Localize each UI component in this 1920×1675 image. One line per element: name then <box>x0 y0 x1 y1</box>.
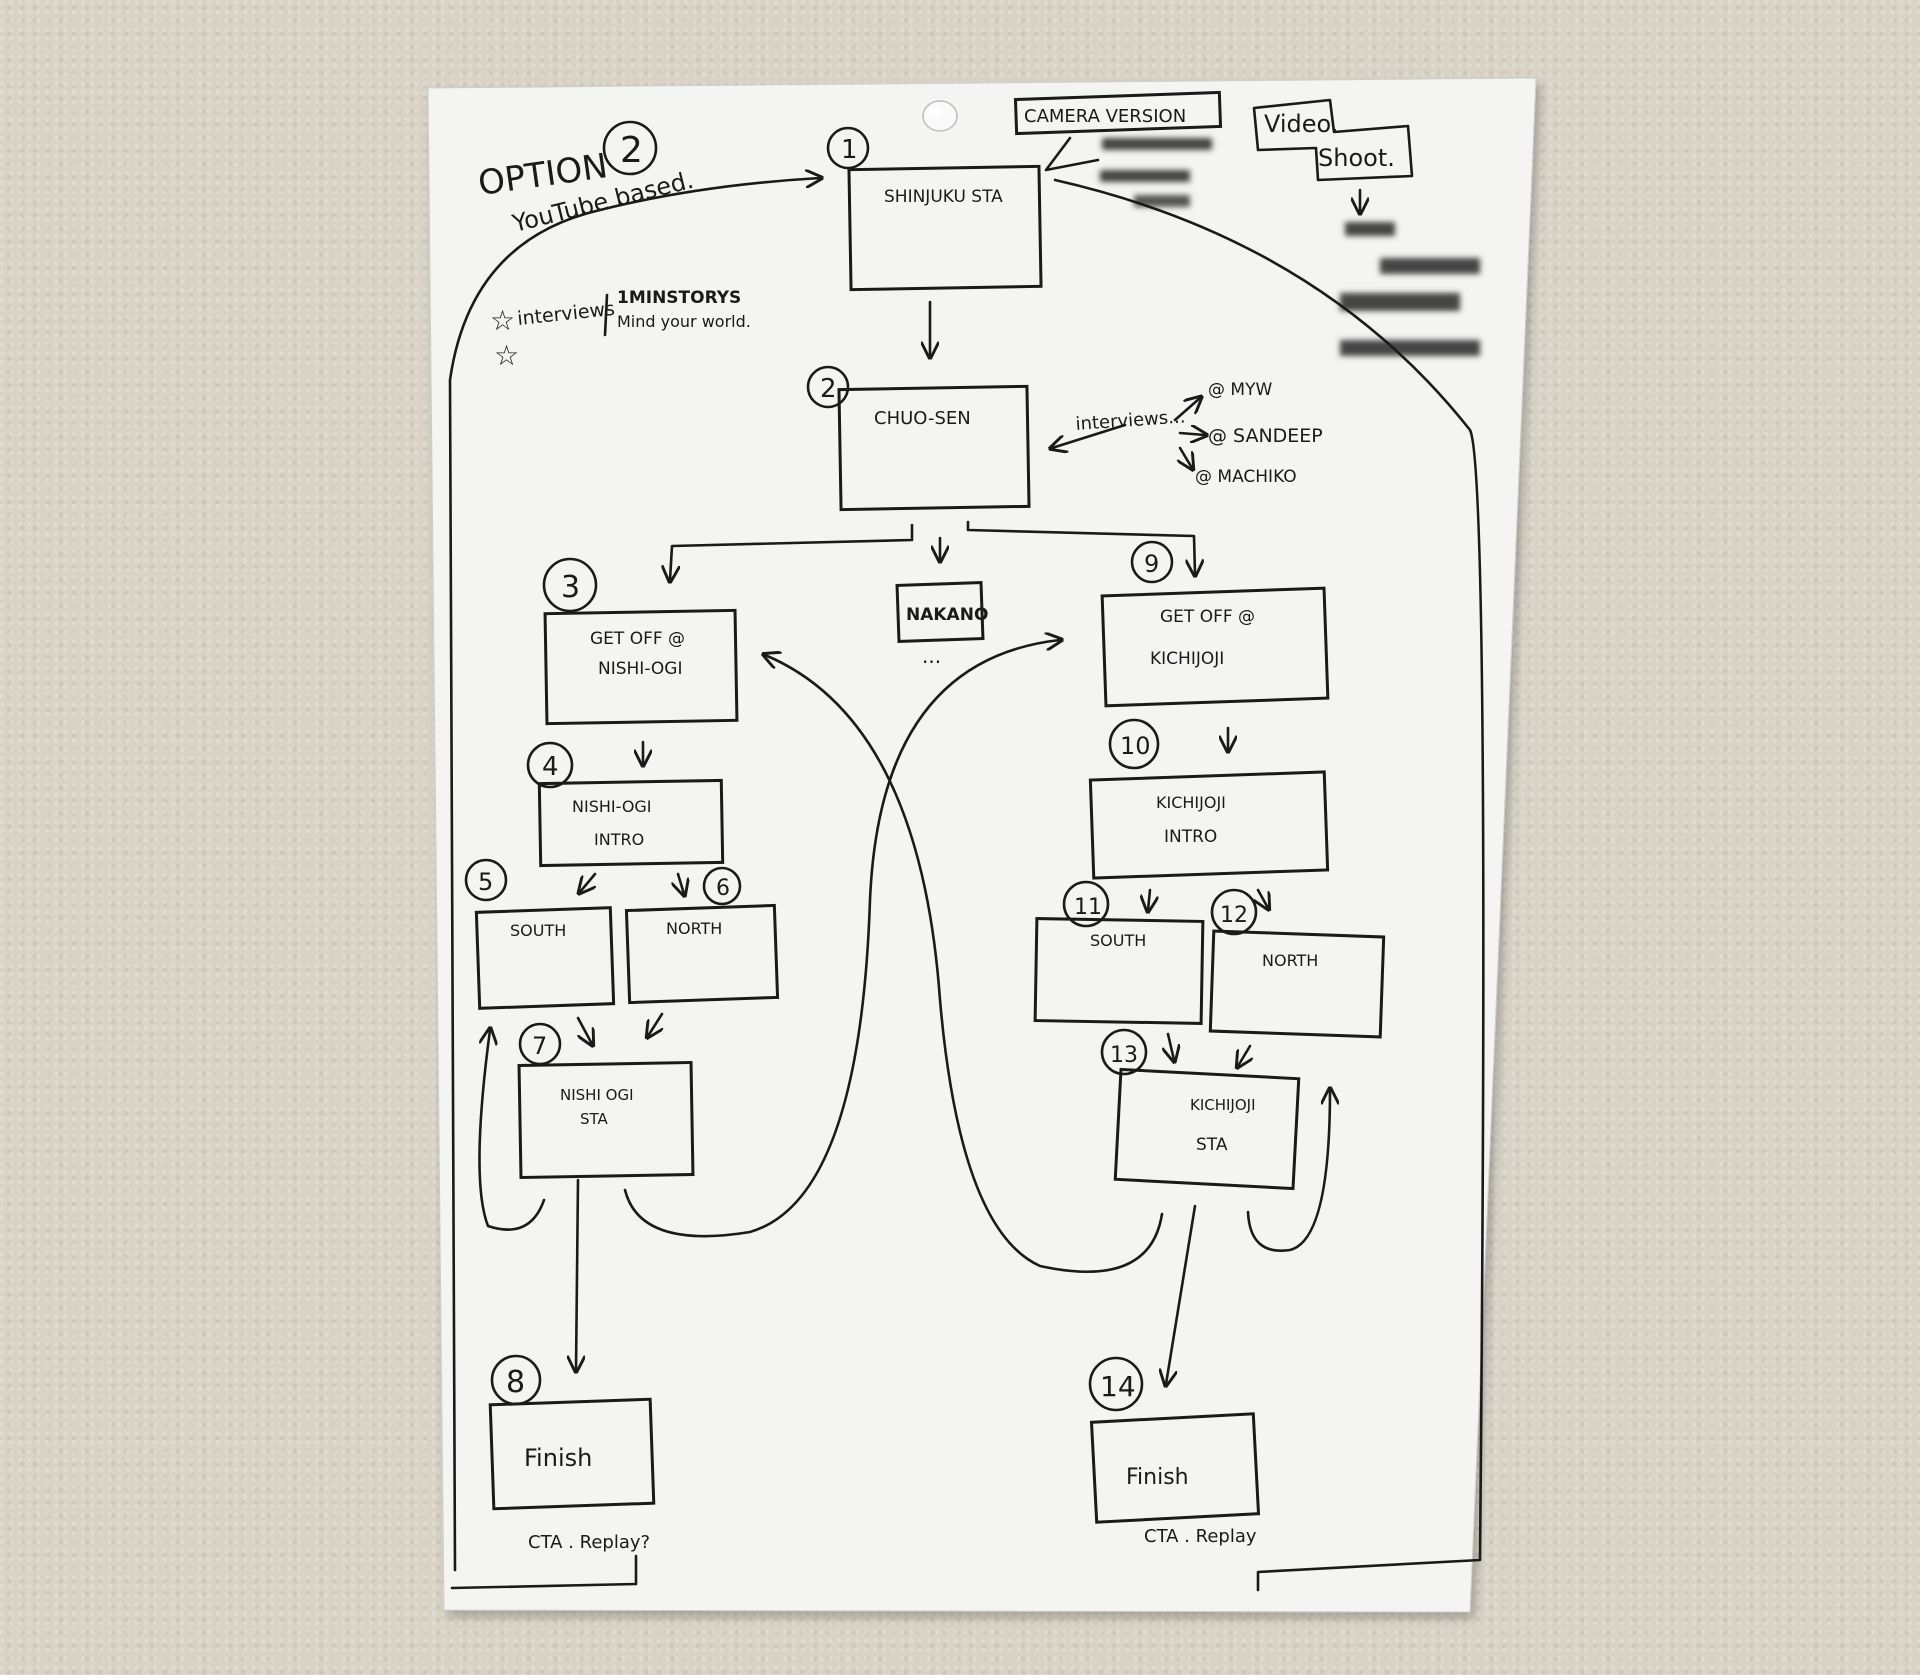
svg-text:STA: STA <box>580 1110 609 1128</box>
node-14: 14 Finish CTA . Replay <box>1088 1356 1261 1547</box>
svg-text:13: 13 <box>1110 1043 1138 1068</box>
svg-text:SOUTH: SOUTH <box>1090 931 1146 950</box>
svg-text:CHUO-SEN: CHUO-SEN <box>874 408 971 429</box>
svg-text:14: 14 <box>1100 1370 1136 1403</box>
stories-title: 1MINSTORYS <box>617 288 741 308</box>
svg-text:8: 8 <box>506 1365 525 1400</box>
svg-text:INTRO: INTRO <box>594 830 644 849</box>
svg-text:6: 6 <box>716 876 730 901</box>
svg-text:Finish: Finish <box>524 1444 592 1472</box>
node-3: 3 GET OFF @ NISHI-OGI <box>542 557 739 726</box>
option-number-circle <box>602 120 658 176</box>
node-13: 13 KICHIJOJI STA <box>1100 1028 1301 1191</box>
video-shoot-note: Video. Shoot. <box>1252 98 1480 356</box>
camera-note: CAMERA VERSION <box>1013 90 1223 207</box>
node-9: 9 GET OFF @ KICHIJOJI <box>1100 540 1330 708</box>
star-icon: ☆ <box>494 339 519 372</box>
svg-text:1: 1 <box>841 135 858 165</box>
svg-text:7: 7 <box>532 1032 547 1060</box>
loop-arrow-left <box>448 178 820 1572</box>
svg-text:KICHIJOJI: KICHIJOJI <box>1190 1096 1256 1114</box>
svg-text:12: 12 <box>1220 903 1248 928</box>
cross-curve-to-nishiogi <box>765 655 1164 1273</box>
node-12: 12 NORTH <box>1208 888 1386 1039</box>
svg-text:9: 9 <box>1144 550 1159 578</box>
node-10: 10 KICHIJOJI INTRO <box>1088 718 1330 880</box>
node-nakano: NAKANO ... <box>895 580 988 668</box>
svg-text:4: 4 <box>542 752 559 782</box>
node-2: 2 CHUO-SEN <box>806 365 1031 512</box>
svg-text:NORTH: NORTH <box>1262 951 1318 970</box>
paper-sheet <box>427 77 1537 1613</box>
svg-text:...: ... <box>922 644 941 668</box>
loop-line-right <box>1053 178 1485 1592</box>
svg-text:NISHI-OGI: NISHI-OGI <box>572 797 652 816</box>
svg-text:NISHI-OGI: NISHI-OGI <box>598 659 683 679</box>
svg-text:Finish: Finish <box>1126 1465 1189 1490</box>
svg-text:SHINJUKU STA: SHINJUKU STA <box>884 187 1003 207</box>
svg-text:11: 11 <box>1074 895 1102 920</box>
svg-text:@ MACHIKO: @ MACHIKO <box>1195 467 1297 487</box>
node-6: 6 NORTH <box>624 866 780 1005</box>
svg-text:NAKANO: NAKANO <box>906 605 988 625</box>
cross-curve-to-kichijoji <box>623 640 1060 1238</box>
svg-text:KICHIJOJI: KICHIJOJI <box>1150 649 1224 669</box>
svg-text:Video.: Video. <box>1264 110 1338 138</box>
svg-text:GET OFF @: GET OFF @ <box>1160 607 1255 627</box>
svg-text:3: 3 <box>561 570 580 605</box>
stories-subtitle: Mind your world. <box>617 312 751 331</box>
svg-text:SOUTH: SOUTH <box>510 921 566 940</box>
star-icon: ☆ <box>490 304 515 337</box>
node-5: 5 SOUTH <box>464 858 616 1010</box>
svg-text:2: 2 <box>820 374 837 404</box>
node-7: 7 NISHI OGI STA <box>517 1022 695 1180</box>
pointer-arrow <box>1044 136 1100 172</box>
svg-text:GET OFF @: GET OFF @ <box>590 629 685 649</box>
svg-text:NISHI OGI: NISHI OGI <box>560 1086 634 1104</box>
svg-text:CTA . Replay?: CTA . Replay? <box>528 1532 650 1553</box>
node-4: 4 NISHI-OGI INTRO <box>526 741 725 868</box>
node-8: 8 Finish CTA . Replay? <box>450 1354 656 1590</box>
push-pin-icon <box>922 100 958 132</box>
node-1: 1 SHINJUKU STA <box>826 126 1043 292</box>
svg-text:5: 5 <box>478 868 493 896</box>
svg-text:NORTH: NORTH <box>666 919 722 938</box>
svg-text:CAMERA VERSION: CAMERA VERSION <box>1024 106 1186 127</box>
svg-text:CTA . Replay: CTA . Replay <box>1144 1526 1257 1547</box>
svg-text:KICHIJOJI: KICHIJOJI <box>1156 793 1226 812</box>
divider <box>603 293 609 337</box>
svg-text:@ SANDEEP: @ SANDEEP <box>1208 425 1323 447</box>
svg-text:INTRO: INTRO <box>1164 827 1217 847</box>
option-number: 2 <box>620 130 643 171</box>
svg-text:Shoot.: Shoot. <box>1318 144 1395 172</box>
node-11: 11 SOUTH <box>1033 880 1205 1025</box>
svg-text:@ MYW: @ MYW <box>1208 380 1272 400</box>
svg-text:10: 10 <box>1120 732 1151 760</box>
svg-text:STA: STA <box>1196 1135 1228 1155</box>
